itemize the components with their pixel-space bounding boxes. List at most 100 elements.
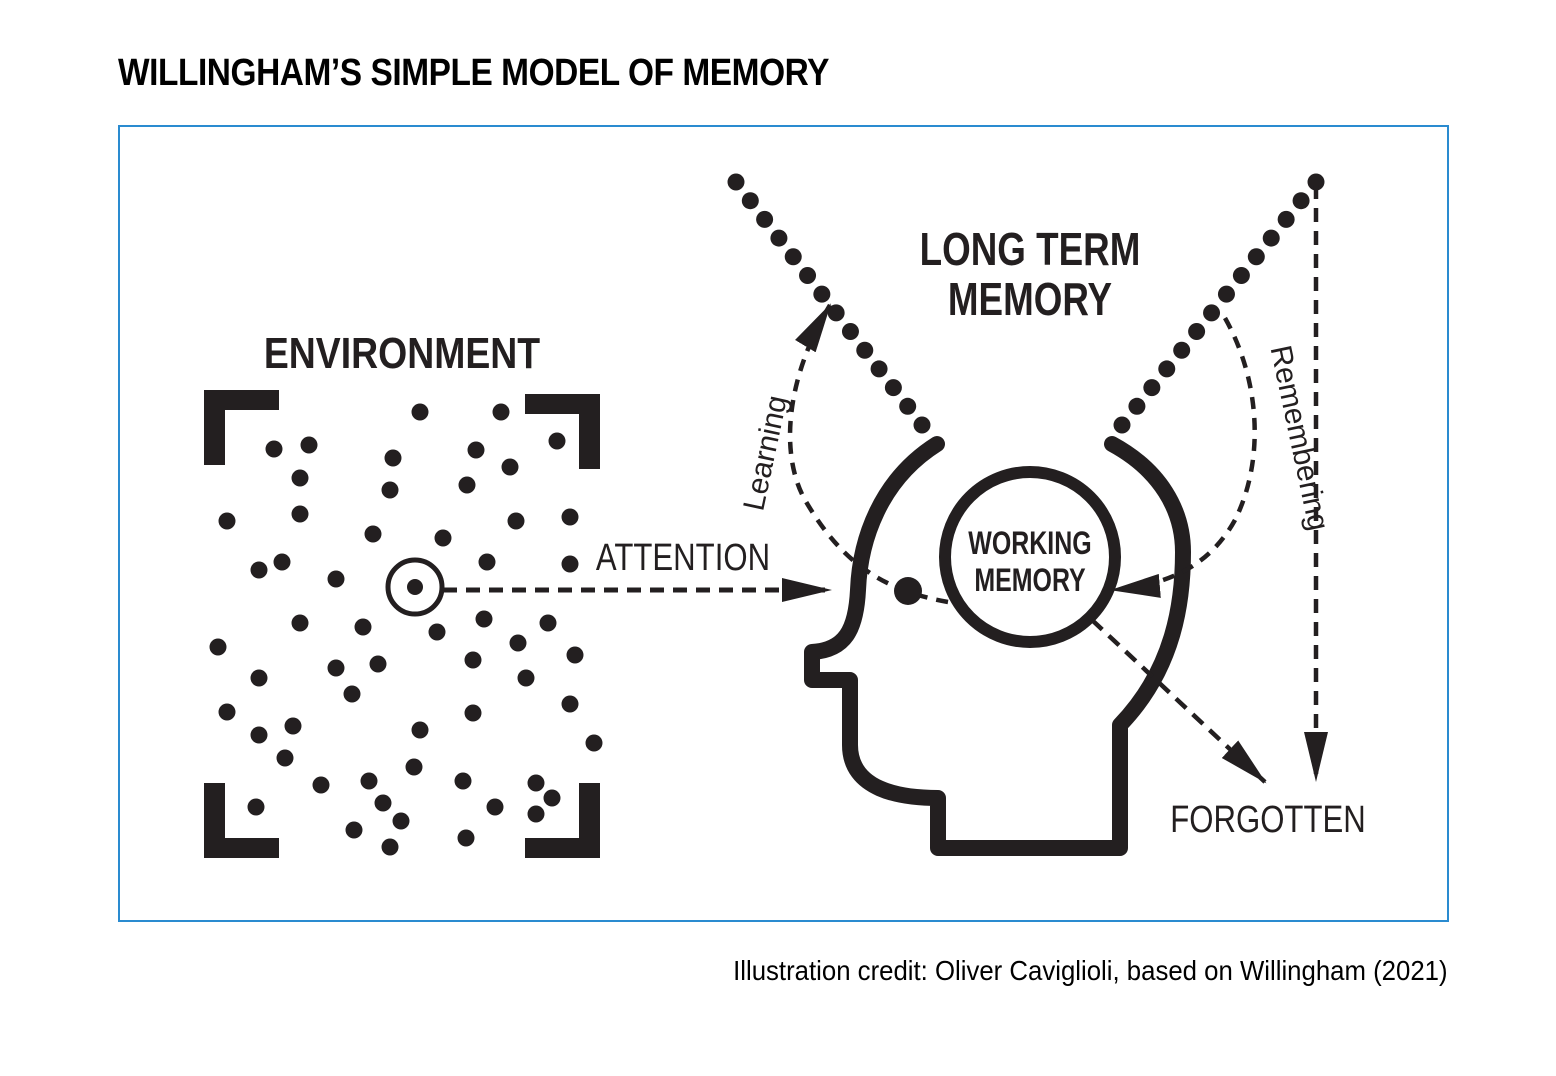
stimulus-dot: [381, 481, 399, 499]
long-term-memory-boundary: [727, 173, 1325, 434]
bracket-top-left: [204, 390, 279, 465]
stimulus-dot: [527, 774, 545, 792]
stimulus-dot: [411, 721, 429, 739]
boundary-dot: [884, 379, 902, 397]
stimulus-dot: [265, 440, 283, 458]
boundary-dot: [799, 266, 817, 284]
long-term-memory-label-line2: MEMORY: [948, 273, 1112, 325]
boundary-dot: [856, 341, 874, 359]
stimulus-dot: [291, 469, 309, 487]
boundary-dot: [899, 397, 917, 415]
stimulus-dot: [209, 638, 227, 656]
stimulus-dot: [527, 805, 545, 823]
bracket-bottom-left: [204, 783, 279, 858]
boundary-dot: [1173, 341, 1191, 359]
stimulus-dot: [327, 570, 345, 588]
stimulus-dot: [478, 553, 496, 571]
stimulus-dot: [247, 798, 265, 816]
stimulus-dot: [369, 655, 387, 673]
working-memory-label-line2: MEMORY: [974, 563, 1085, 599]
stimulus-dot: [312, 776, 330, 794]
bracket-top-right: [525, 394, 600, 469]
boundary-dot: [870, 360, 888, 378]
boundary-dot: [1292, 192, 1310, 210]
boundary-dot: [727, 173, 745, 191]
stimulus-dot: [392, 812, 410, 830]
forgotten-label: FORGOTTEN: [1170, 799, 1366, 841]
boundary-dot: [1113, 416, 1131, 434]
stimulus-dot: [374, 794, 392, 812]
stimulus-dot: [543, 789, 561, 807]
boundary-dot: [1217, 285, 1235, 303]
stimulus-dot: [327, 659, 345, 677]
boundary-dot: [841, 323, 859, 341]
remembering-arrow: [1110, 316, 1257, 598]
boundary-dot: [1203, 304, 1221, 322]
stimulus-dot: [507, 512, 525, 530]
remembering-label: Remembering: [1264, 342, 1335, 533]
boundary-dot: [770, 229, 788, 247]
working-memory-circle: [939, 466, 1121, 648]
diagram-title: WILLINGHAM’S SIMPLE MODEL OF MEMORY: [118, 52, 829, 94]
stimulus-dot: [284, 717, 302, 735]
stimulus-dot: [561, 555, 579, 573]
stimulus-dot: [548, 432, 566, 450]
stimulus-dot: [457, 829, 475, 847]
stimulus-dot: [539, 614, 557, 632]
stimulus-dot: [509, 634, 527, 652]
stimulus-dot: [300, 436, 318, 454]
stimulus-dot: [343, 685, 361, 703]
stimulus-dot: [360, 772, 378, 790]
stimulus-dot: [218, 512, 236, 530]
stimulus-dot: [405, 758, 423, 776]
stimulus-dot: [218, 703, 236, 721]
stimulus-dot: [434, 529, 452, 547]
learning-label: Learning: [737, 392, 794, 513]
stimulus-dot: [467, 441, 485, 459]
stimulus-dot: [464, 651, 482, 669]
stimulus-dot: [364, 525, 382, 543]
stimulus-dot: [517, 669, 535, 687]
attention-target-dot: [407, 579, 423, 595]
stimulus-dot: [291, 614, 309, 632]
working-memory-entry-dot: [894, 577, 922, 605]
stimulus-dot: [250, 726, 268, 744]
stimulus-dot: [492, 403, 510, 421]
long-term-memory-label-line1: LONG TERM: [920, 223, 1141, 275]
illustration-credit: Illustration credit: Oliver Caviglioli, …: [733, 955, 1448, 986]
stimulus-dot: [475, 610, 493, 628]
stimulus-dot: [464, 704, 482, 722]
stimulus-dot: [566, 646, 584, 664]
stimulus-dot: [250, 561, 268, 579]
boundary-dot: [1128, 397, 1146, 415]
boundary-dot: [1307, 173, 1325, 191]
bracket-bottom-right: [525, 783, 600, 858]
boundary-dot: [1277, 210, 1295, 228]
boundary-dot: [1158, 360, 1176, 378]
working-memory-label-line1: WORKING: [968, 526, 1091, 562]
stimulus-dot: [345, 821, 363, 839]
environment-brackets: [204, 390, 600, 858]
stimulus-dot: [250, 669, 268, 687]
boundary-dot: [827, 304, 845, 322]
stimulus-dot: [454, 772, 472, 790]
stimulus-dot: [384, 449, 402, 467]
stimulus-dot: [411, 403, 429, 421]
boundary-dot: [1262, 229, 1280, 247]
head-outline: [804, 436, 1191, 856]
stimulus-dot: [486, 798, 504, 816]
stimulus-dot: [428, 623, 446, 641]
forgotten-from-working-arrow: [1090, 618, 1267, 784]
stimulus-dot: [381, 838, 399, 856]
stimulus-dot: [501, 458, 519, 476]
boundary-dot: [1143, 379, 1161, 397]
environment-stimuli: [209, 403, 603, 856]
diagram-frame: [118, 125, 1449, 922]
attention-label: ATTENTION: [596, 537, 770, 579]
stimulus-dot: [291, 505, 309, 523]
stimulus-dot: [561, 695, 579, 713]
boundary-dot: [741, 192, 759, 210]
stimulus-dot: [585, 734, 603, 752]
boundary-dot: [1247, 248, 1265, 266]
